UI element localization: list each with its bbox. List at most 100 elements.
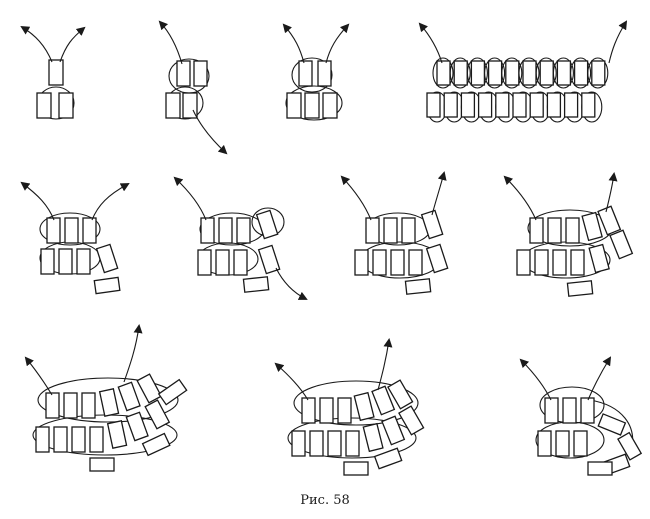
bead (236, 217, 251, 244)
bead (354, 249, 369, 276)
step-8-diagram (503, 172, 634, 297)
thread-arrow (275, 267, 308, 300)
bead (81, 392, 96, 419)
bead (573, 60, 589, 86)
bead (563, 92, 579, 118)
bead (176, 60, 191, 87)
step-3-diagram (282, 23, 350, 121)
thread-arrow (91, 183, 130, 221)
bead (98, 388, 120, 417)
bead (36, 92, 52, 119)
bead (40, 248, 55, 275)
thread-arrow (503, 175, 537, 221)
bead (547, 217, 562, 244)
bead (286, 92, 302, 119)
bead (566, 280, 594, 297)
thread-arrow (173, 176, 207, 221)
bead (420, 209, 444, 240)
bead (597, 205, 622, 236)
thread-arrow (158, 20, 183, 65)
bead (165, 92, 181, 119)
thread-arrow (24, 356, 53, 396)
bead (317, 60, 332, 87)
bead (534, 249, 549, 276)
bead (125, 411, 149, 442)
bead (58, 92, 74, 119)
bead (546, 92, 562, 118)
bead (76, 248, 91, 275)
bead (597, 413, 627, 436)
bead (58, 248, 73, 275)
bead (587, 461, 613, 476)
bead (117, 381, 141, 412)
bead (609, 229, 634, 260)
bead (443, 92, 458, 118)
bead (573, 430, 588, 457)
bead (487, 60, 503, 86)
bead (64, 217, 79, 244)
bead (45, 392, 60, 419)
bead (529, 92, 544, 118)
bead (537, 430, 552, 457)
bead (552, 249, 567, 276)
step-11-diagram (519, 356, 643, 476)
bead (322, 92, 338, 119)
bead (53, 426, 68, 453)
thread-arrow (192, 109, 228, 155)
bead (390, 249, 405, 276)
bead (48, 59, 64, 86)
thread-arrow (123, 324, 143, 383)
bead (580, 397, 595, 424)
bead (426, 92, 441, 118)
bead (304, 92, 320, 119)
step-2-diagram (158, 20, 228, 155)
thread-arrow (587, 356, 612, 401)
bead (106, 420, 128, 449)
bead (381, 415, 406, 446)
bead (522, 60, 537, 86)
thread-arrow (377, 338, 393, 391)
bead (383, 217, 398, 244)
thread-arrow (418, 22, 443, 64)
bead (157, 378, 188, 406)
bead (46, 217, 61, 244)
bead (617, 431, 643, 461)
bead (63, 392, 78, 419)
bead (193, 60, 208, 87)
bead (372, 249, 387, 276)
bead (588, 243, 610, 274)
step-9-diagram (24, 324, 188, 472)
bead (89, 426, 104, 453)
thread-arrow (59, 26, 86, 63)
thread-loop (432, 57, 454, 89)
bead (136, 373, 163, 404)
bead (233, 249, 248, 276)
thread-arrow (282, 23, 305, 64)
thread-arrow (608, 20, 628, 64)
bead (144, 399, 171, 430)
bead (495, 92, 510, 118)
bead (200, 217, 215, 244)
thread-arrow (20, 25, 53, 63)
bead (93, 276, 121, 295)
bead (327, 430, 342, 457)
step-5-diagram (20, 181, 130, 295)
bead (562, 397, 577, 424)
bead (529, 217, 544, 244)
bead (141, 432, 171, 457)
bead (570, 249, 585, 276)
thread-arrow (431, 171, 447, 216)
bead (345, 430, 360, 457)
thread-arrow (519, 358, 552, 401)
bead (539, 60, 554, 86)
bead (71, 426, 86, 453)
bead (362, 422, 384, 453)
bead (512, 92, 527, 118)
bead (404, 278, 432, 295)
bead (365, 217, 380, 244)
thread-arrow (20, 181, 55, 221)
bead (95, 243, 119, 274)
thread-arrow (340, 175, 372, 221)
bead (255, 209, 279, 240)
